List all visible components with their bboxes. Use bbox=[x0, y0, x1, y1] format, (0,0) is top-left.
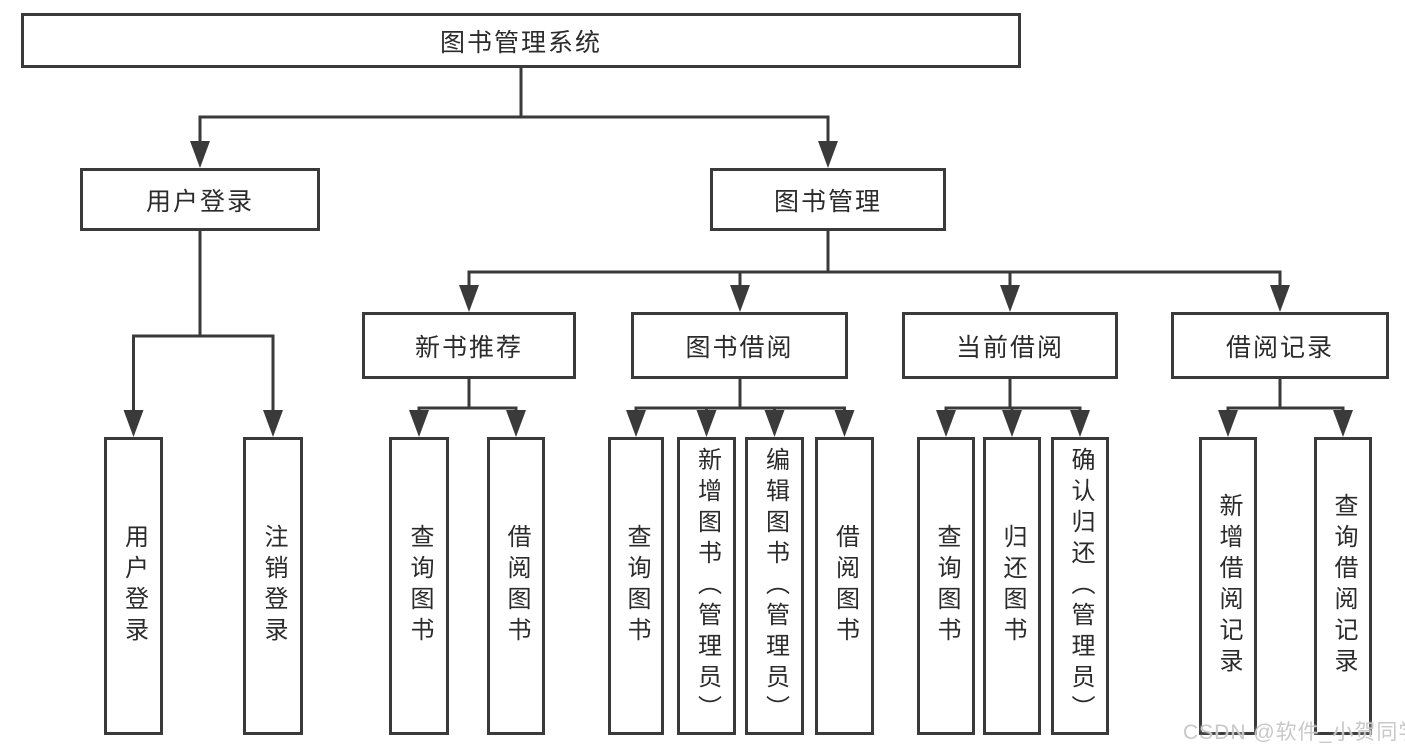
node-borrow-books-recommend-label: 借阅图书 bbox=[503, 524, 530, 648]
node-user-login-label: 用户登录 bbox=[120, 524, 148, 648]
node-query-books-borrowing: 查询图书 bbox=[608, 437, 664, 735]
node-query-borrow-record: 查询借阅记录 bbox=[1314, 437, 1372, 735]
node-add-books-admin-label: 新增图书（管理员） bbox=[693, 446, 721, 726]
node-confirm-return-admin: 确认归还（管理员） bbox=[1051, 437, 1109, 735]
node-logout-login-label: 注销登录 bbox=[260, 524, 287, 648]
node-user-login-branch-label: 用户登录 bbox=[145, 187, 254, 216]
node-return-books-label: 归还图书 bbox=[999, 524, 1026, 648]
node-query-books-recommend: 查询图书 bbox=[389, 437, 449, 735]
node-query-borrow-record-label: 查询借阅记录 bbox=[1330, 493, 1357, 679]
node-library-system: 图书管理系统 bbox=[21, 13, 1021, 68]
node-add-borrow-record-label: 新增借阅记录 bbox=[1215, 493, 1242, 679]
node-return-books: 归还图书 bbox=[983, 437, 1041, 735]
node-book-borrowing-label: 图书借阅 bbox=[685, 333, 794, 362]
node-query-books-current: 查询图书 bbox=[917, 437, 975, 735]
node-borrowing-records-label: 借阅记录 bbox=[1225, 333, 1334, 362]
node-book-management: 图书管理 bbox=[710, 168, 946, 231]
node-borrow-books-label: 借阅图书 bbox=[831, 524, 859, 648]
node-user-login-branch: 用户登录 bbox=[80, 168, 320, 231]
node-edit-books-admin: 编辑图书（管理员） bbox=[745, 437, 804, 735]
node-borrow-books: 借阅图书 bbox=[815, 437, 874, 735]
node-borrow-books-recommend: 借阅图书 bbox=[487, 437, 545, 735]
node-confirm-return-admin-label: 确认归还（管理员） bbox=[1067, 446, 1094, 726]
node-add-books-admin: 新增图书（管理员） bbox=[677, 437, 736, 735]
node-new-book-recommendation-label: 新书推荐 bbox=[414, 333, 523, 362]
node-current-borrowing-label: 当前借阅 bbox=[955, 333, 1064, 362]
node-add-borrow-record: 新增借阅记录 bbox=[1199, 437, 1257, 735]
node-borrowing-records: 借阅记录 bbox=[1171, 312, 1389, 379]
node-user-login: 用户登录 bbox=[104, 437, 163, 735]
node-book-borrowing: 图书借阅 bbox=[631, 312, 848, 379]
node-library-system-label: 图书管理系统 bbox=[439, 28, 602, 57]
node-query-books-current-label: 查询图书 bbox=[933, 524, 960, 648]
node-book-management-label: 图书管理 bbox=[773, 187, 882, 216]
node-current-borrowing: 当前借阅 bbox=[902, 312, 1118, 379]
node-new-book-recommendation: 新书推荐 bbox=[362, 312, 576, 379]
node-edit-books-admin-label: 编辑图书（管理员） bbox=[761, 446, 789, 726]
csdn-watermark: CSDN @软件_小贺同学 bbox=[1183, 721, 1405, 744]
node-query-books-borrowing-label: 查询图书 bbox=[623, 524, 650, 648]
node-query-books-recommend-label: 查询图书 bbox=[406, 524, 433, 648]
node-logout-login: 注销登录 bbox=[243, 437, 303, 735]
